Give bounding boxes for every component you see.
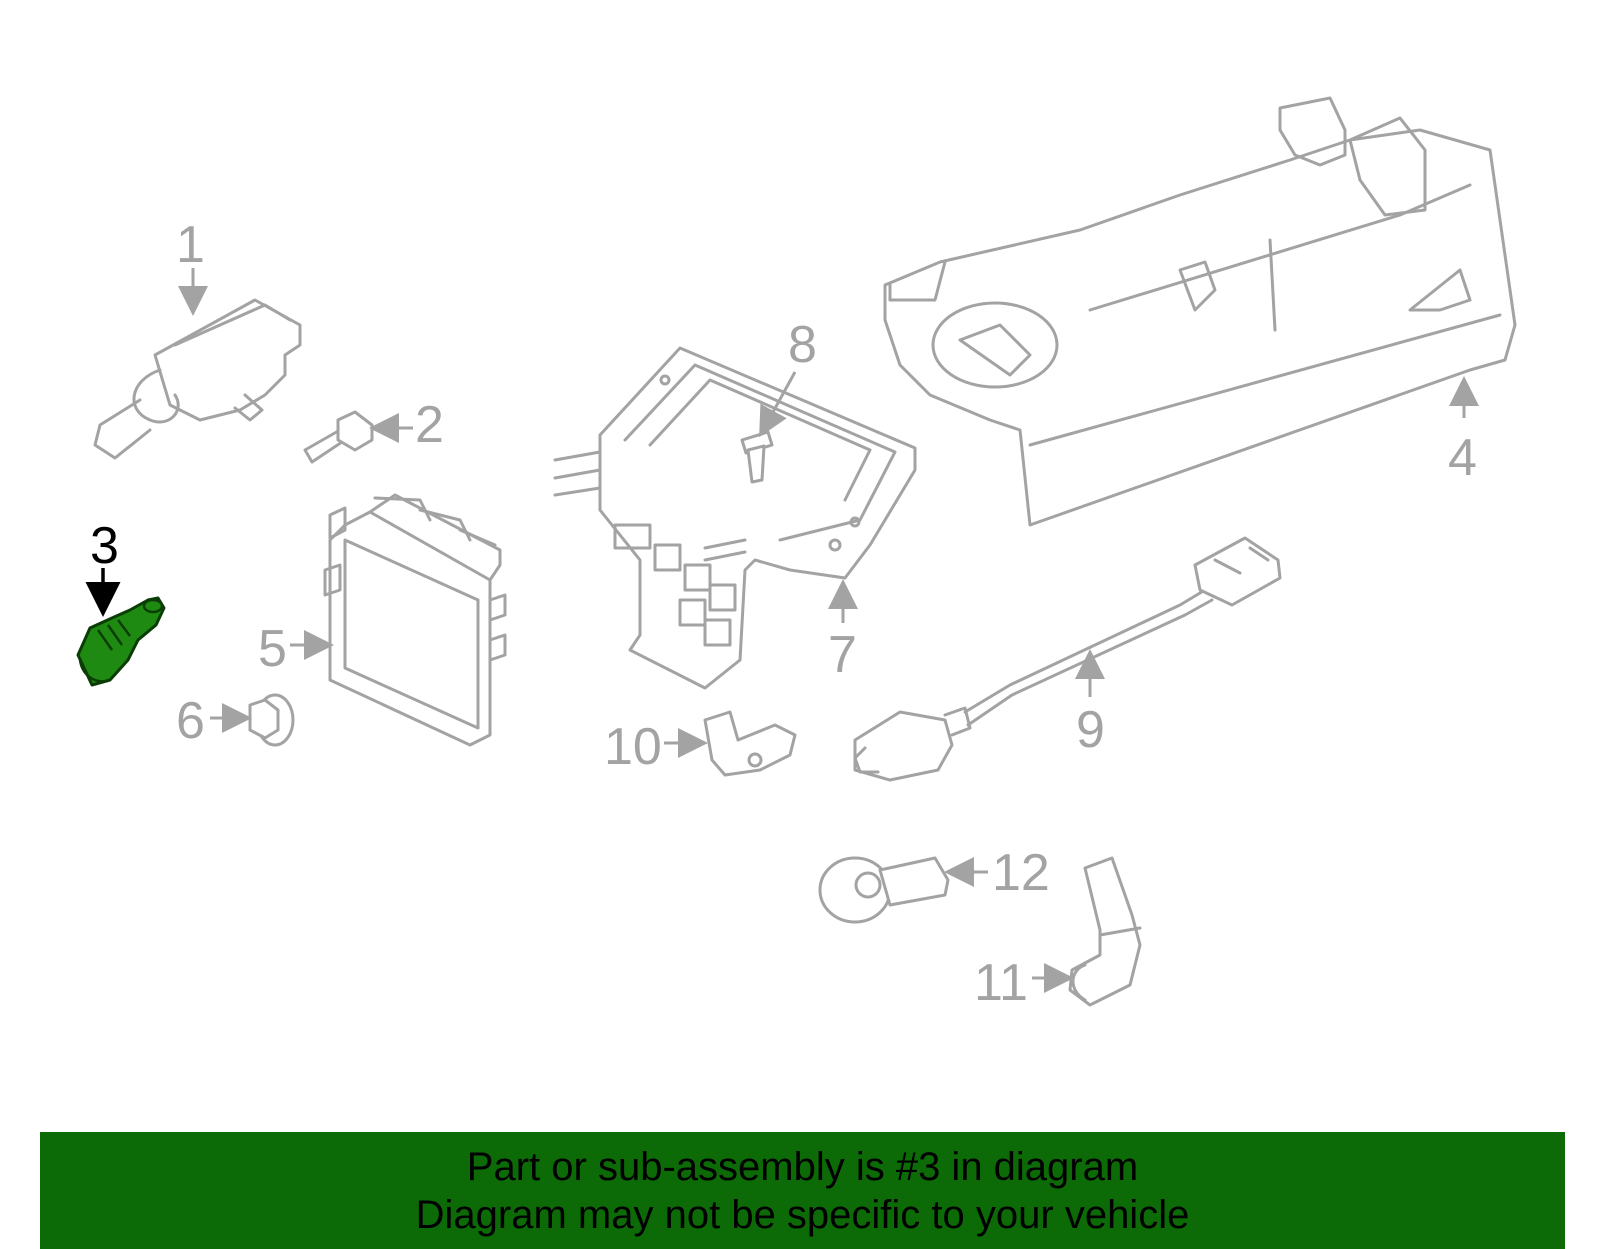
callout-11: 11 xyxy=(974,954,1028,1012)
callout-8: 8 xyxy=(788,316,817,374)
banner-line-part: Part or sub-assembly is #3 in diagram xyxy=(466,1144,1139,1189)
part-11-crank-sensor[interactable] xyxy=(1068,856,1142,1007)
part-10-cam-sensor[interactable] xyxy=(703,710,797,777)
parts-diagram: 1 2 3 4 5 6 7 8 9 10 11 12 xyxy=(76,96,1517,1012)
callout-1: 1 xyxy=(176,216,205,274)
part-3-sensor[interactable] xyxy=(76,596,166,687)
callout-5: 5 xyxy=(258,620,287,678)
part-7-bracket[interactable] xyxy=(553,346,917,690)
part-4-engine-cover[interactable] xyxy=(883,96,1517,527)
callout-6: 6 xyxy=(176,692,205,750)
callout-12: 12 xyxy=(992,844,1050,902)
callout-4: 4 xyxy=(1448,429,1477,487)
callout-7: 7 xyxy=(828,626,857,684)
part-2-bolt[interactable] xyxy=(303,410,374,464)
callout-10: 10 xyxy=(604,718,662,776)
part-12-knock-sensor[interactable] xyxy=(818,856,950,924)
part-6-nut[interactable] xyxy=(248,693,295,747)
callout-3: 3 xyxy=(90,517,119,575)
banner-line-disclaimer: Diagram may not be specific to your vehi… xyxy=(415,1192,1190,1237)
info-banner: Part or sub-assembly is #3 in diagram Di… xyxy=(40,1132,1565,1249)
callout-2: 2 xyxy=(415,396,444,454)
callout-9: 9 xyxy=(1076,701,1105,759)
part-1-ignition-coil[interactable] xyxy=(93,298,302,460)
part-5-control-module[interactable] xyxy=(323,493,507,747)
part-9-oxygen-sensor[interactable] xyxy=(853,536,1282,782)
